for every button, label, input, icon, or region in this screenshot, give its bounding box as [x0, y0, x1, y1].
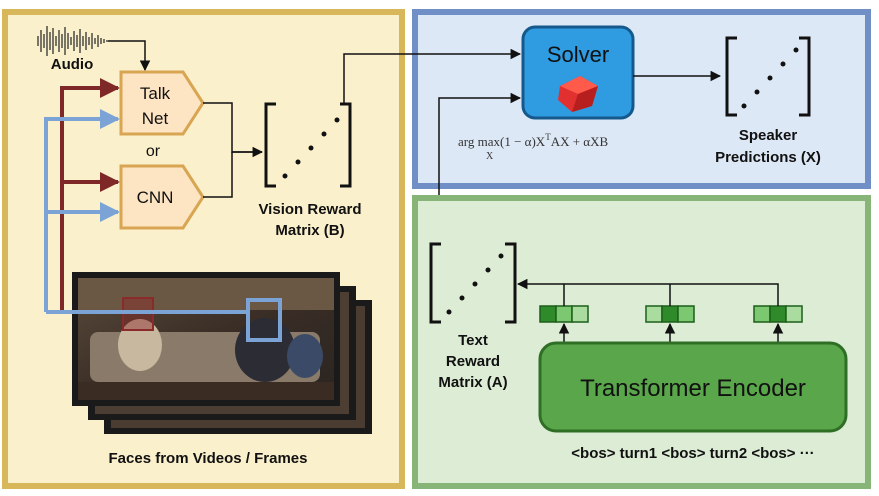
transformer-encoder-label: Transformer Encoder — [580, 375, 806, 402]
face-feed-red-talknet — [60, 78, 120, 312]
cnn-block: CNN — [119, 164, 205, 230]
token-embedding-2 — [645, 305, 695, 323]
text-matrix-label-line3: Matrix (A) — [438, 374, 507, 391]
vision-matrix-label-line1: Vision Reward — [258, 201, 361, 218]
objective-subscript: X — [486, 151, 494, 162]
solver-panel-frame — [412, 9, 871, 189]
talknet-block: Talk Net — [119, 70, 205, 136]
text-matrix-label-line1: Text — [458, 332, 488, 349]
solver-cube-icon — [558, 76, 598, 112]
video-frames-stack — [72, 272, 372, 434]
text-reward-matrix — [429, 242, 517, 324]
solver-panel: Solver arg max(1 − α)XTAX + αXB X Speake… — [412, 9, 871, 189]
face-feed-blue-talknet — [44, 109, 120, 312]
embedding-collector-line — [563, 283, 779, 306]
vision-matrix-label-line2: Matrix (B) — [275, 222, 344, 239]
audio-arrow — [108, 40, 151, 72]
token-sequence: <bos> turn1 <bos> turn2 <bos> ··· — [571, 445, 814, 462]
text-to-solver-arrow — [438, 92, 522, 242]
cnn-to-matrix-line — [203, 152, 233, 198]
transformer-encoder-block — [538, 341, 848, 433]
vision-reward-matrix — [264, 102, 352, 188]
or-label: or — [146, 143, 161, 160]
talknet-label-line1: Talk — [140, 84, 171, 103]
token-embedding-3 — [753, 305, 803, 323]
objective-formula: arg max(1 − α)XTAX + αXB — [458, 132, 608, 149]
frames-caption: Faces from Videos / Frames — [109, 450, 308, 467]
audio-waveform-icon — [37, 26, 108, 56]
solver-block — [521, 25, 635, 120]
audio-label: Audio — [51, 56, 94, 73]
text-matrix-label-line2: Reward — [446, 353, 500, 370]
text-panel: Text Reward Matrix (A) Transformer E — [412, 195, 871, 489]
speaker-predictions-line1: Speaker — [739, 127, 798, 144]
cnn-label: CNN — [137, 188, 174, 207]
video-frame-scene — [78, 278, 334, 400]
vision-panel: Audio Talk Net or CNN — [2, 9, 405, 489]
token-embedding-1 — [539, 305, 589, 323]
talknet-label-line2: Net — [142, 109, 169, 128]
speaker-prediction-matrix — [725, 36, 811, 117]
vision-to-solver-arrow — [343, 48, 522, 104]
speaker-predictions-line2: Predictions (X) — [715, 149, 821, 166]
solver-label: Solver — [547, 42, 609, 67]
face-box-blue — [246, 298, 282, 342]
